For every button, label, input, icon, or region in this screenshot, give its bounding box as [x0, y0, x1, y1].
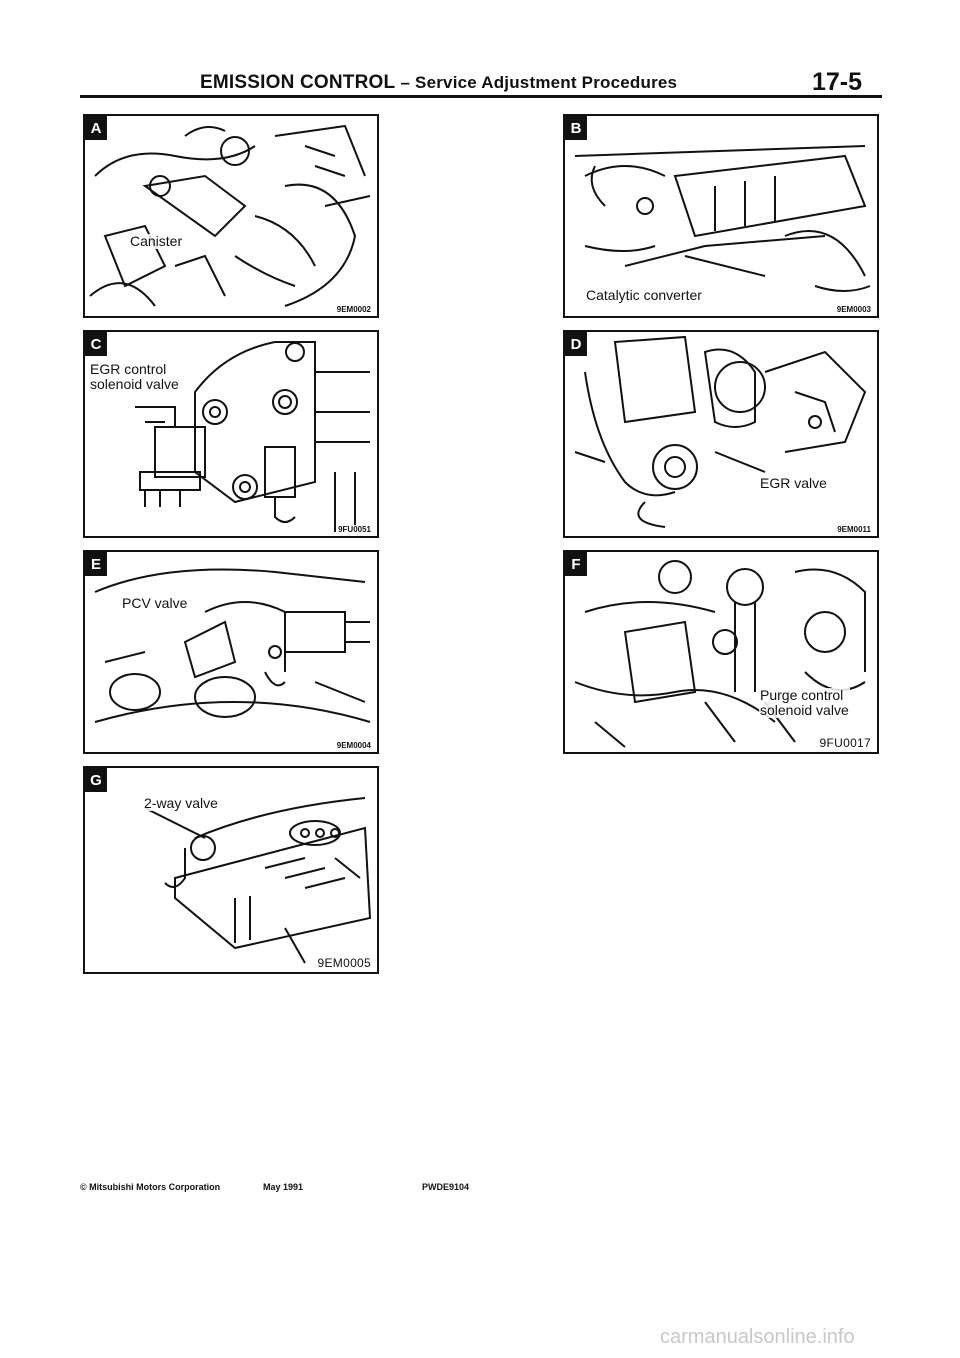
egr-solenoid-label: EGR control solenoid valve	[89, 361, 180, 392]
figure-f-illustration	[574, 560, 866, 748]
purge-solenoid-label: Purge control solenoid valve	[759, 687, 850, 718]
footer-date: May 1991	[263, 1182, 304, 1192]
figure-b-badge: B	[565, 116, 587, 140]
figure-f-code: 9FU0017	[817, 736, 873, 750]
pcv-valve-label: PCV valve	[121, 595, 189, 611]
figure-e-pcv-valve: E PCV valve 9EM0004	[83, 550, 379, 754]
figure-g-badge: G	[85, 768, 107, 792]
figure-g-illustration	[144, 797, 372, 964]
figure-c-egr-solenoid: C EGR control solenoid valve 9FU0051	[83, 330, 379, 538]
footer-copyright: © Mitsubishi Motors Corporation	[80, 1182, 221, 1192]
header-rule	[80, 95, 882, 98]
figure-a-canister: A Canister 9EM0002	[83, 114, 379, 318]
figure-b-catalytic-converter: B Catalytic converter 9EM0003	[563, 114, 879, 318]
figure-a-illustration	[89, 124, 371, 307]
figure-g-two-way-valve: G 2-way valve 9EM0005	[83, 766, 379, 974]
figure-d-code: 9EM0011	[835, 525, 873, 534]
figure-e-illustration	[94, 568, 371, 723]
figure-e-code: 9EM0004	[334, 741, 373, 750]
figure-c-illustration	[135, 341, 370, 532]
egr-valve-label: EGR valve	[759, 475, 828, 491]
figure-d-illustration	[574, 335, 867, 528]
figure-a-badge: A	[85, 116, 107, 140]
figure-f-badge: F	[565, 552, 587, 576]
figure-b-illustration	[574, 145, 871, 292]
figure-a-code: 9EM0002	[334, 305, 373, 314]
figure-g-code: 9EM0005	[315, 956, 373, 970]
figure-b-code: 9EM0003	[834, 305, 873, 314]
figure-d-egr-valve: D EGR valve 9EM0011	[563, 330, 879, 538]
watermark: carmanualsonline.info	[660, 1326, 855, 1348]
footer-doc-code: PWDE9104	[422, 1182, 470, 1192]
catalytic-converter-label: Catalytic converter	[585, 287, 703, 303]
section-title: EMISSION CONTROL	[200, 72, 395, 93]
page-title: EMISSION CONTROL – Service Adjustment Pr…	[200, 72, 677, 94]
two-way-valve-label: 2-way valve	[143, 795, 219, 811]
section-subtitle: – Service Adjustment Procedures	[400, 73, 678, 92]
figure-c-code: 9FU0051	[336, 525, 373, 534]
page-number: 17-5	[812, 68, 863, 96]
canister-label: Canister	[129, 233, 184, 249]
figure-e-badge: E	[85, 552, 107, 576]
figure-d-badge: D	[565, 332, 587, 356]
figure-f-purge-solenoid: F Purge control solenoid valve 9FU0017	[563, 550, 879, 754]
figure-c-badge: C	[85, 332, 107, 356]
